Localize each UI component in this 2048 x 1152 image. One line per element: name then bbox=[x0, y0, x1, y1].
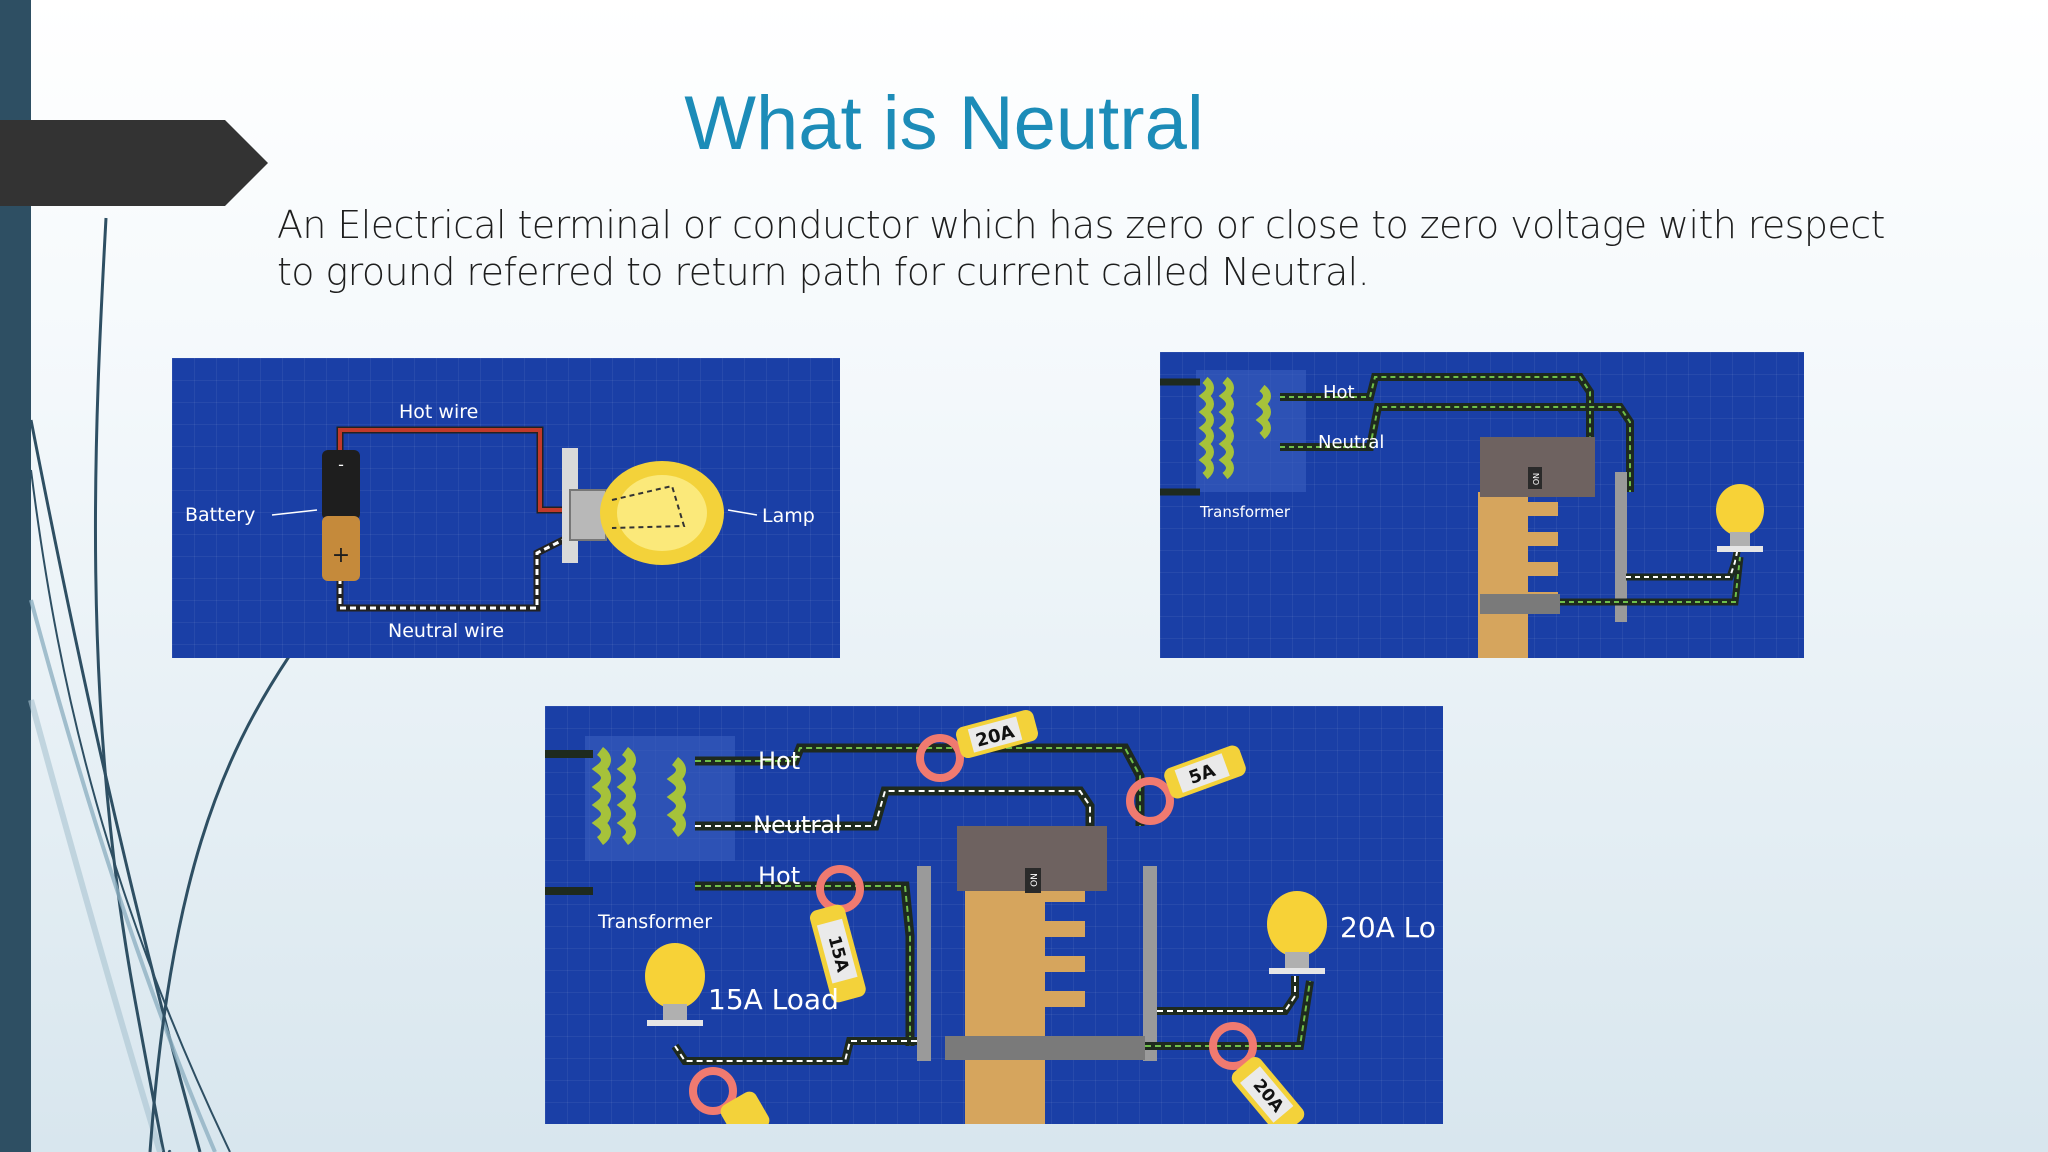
loads-clamp-meters-diagram: ON 20A 5A bbox=[545, 709, 1436, 1124]
clamp-meter-15a-icon: 15A bbox=[809, 865, 866, 1003]
slide-title: What is Neutral bbox=[684, 81, 1204, 166]
figure-transformer-panel: ON Hot Neutral Transformer bbox=[1160, 352, 1804, 658]
figure-battery-circuit: - + Hot wire Battery Lamp Neutral wire bbox=[172, 358, 840, 658]
neutral-wire-label: Neutral wire bbox=[388, 620, 504, 642]
battery-label: Battery bbox=[185, 504, 255, 526]
figure-loads-clamp-meters: ON 20A 5A bbox=[545, 706, 1443, 1124]
load-20a-label: 20A Lo bbox=[1340, 911, 1436, 944]
transformer-coil-icon bbox=[1198, 376, 1271, 480]
hot-label: Hot bbox=[1323, 382, 1355, 403]
clamp-meter-20a-top-icon: 20A bbox=[916, 709, 1038, 782]
svg-text:-: - bbox=[338, 455, 344, 474]
svg-text:+: + bbox=[332, 543, 350, 568]
load-15a-label: 15A Load bbox=[708, 983, 839, 1016]
hot-top-label: Hot bbox=[758, 747, 800, 775]
transformer-panel-diagram: ON Hot Neutral Transformer bbox=[1160, 370, 1764, 658]
clamp-meter-20a-bottom-icon: 20A bbox=[1209, 1022, 1305, 1124]
clamp-meter-bottom-left-icon bbox=[689, 1067, 770, 1124]
transformer-label: Transformer bbox=[597, 911, 712, 933]
hot-lower-label: Hot bbox=[758, 862, 800, 890]
bulb-20a-icon bbox=[1267, 891, 1327, 974]
bulb-15a-icon bbox=[645, 943, 705, 1026]
battery-circuit-diagram: - + Hot wire Battery Lamp Neutral wire bbox=[185, 401, 815, 642]
neutral-label: Neutral bbox=[1318, 432, 1384, 453]
transformer-label: Transformer bbox=[1199, 503, 1291, 521]
lamp-icon bbox=[562, 448, 724, 565]
neutral-label: Neutral bbox=[753, 811, 842, 839]
clamp-meter-5a-icon: 5A bbox=[1126, 745, 1246, 825]
transformer-coil-icon bbox=[591, 747, 686, 845]
svg-text:ON: ON bbox=[1532, 473, 1541, 485]
title-arrow-marker bbox=[0, 120, 268, 206]
svg-text:ON: ON bbox=[1030, 873, 1040, 887]
bulb-icon bbox=[1716, 484, 1764, 552]
lamp-label: Lamp bbox=[762, 505, 815, 527]
battery-icon: - + bbox=[322, 450, 360, 581]
hot-wire-label: Hot wire bbox=[399, 401, 478, 423]
neutral-definition: An Electrical terminal or conductor whic… bbox=[277, 203, 1885, 294]
